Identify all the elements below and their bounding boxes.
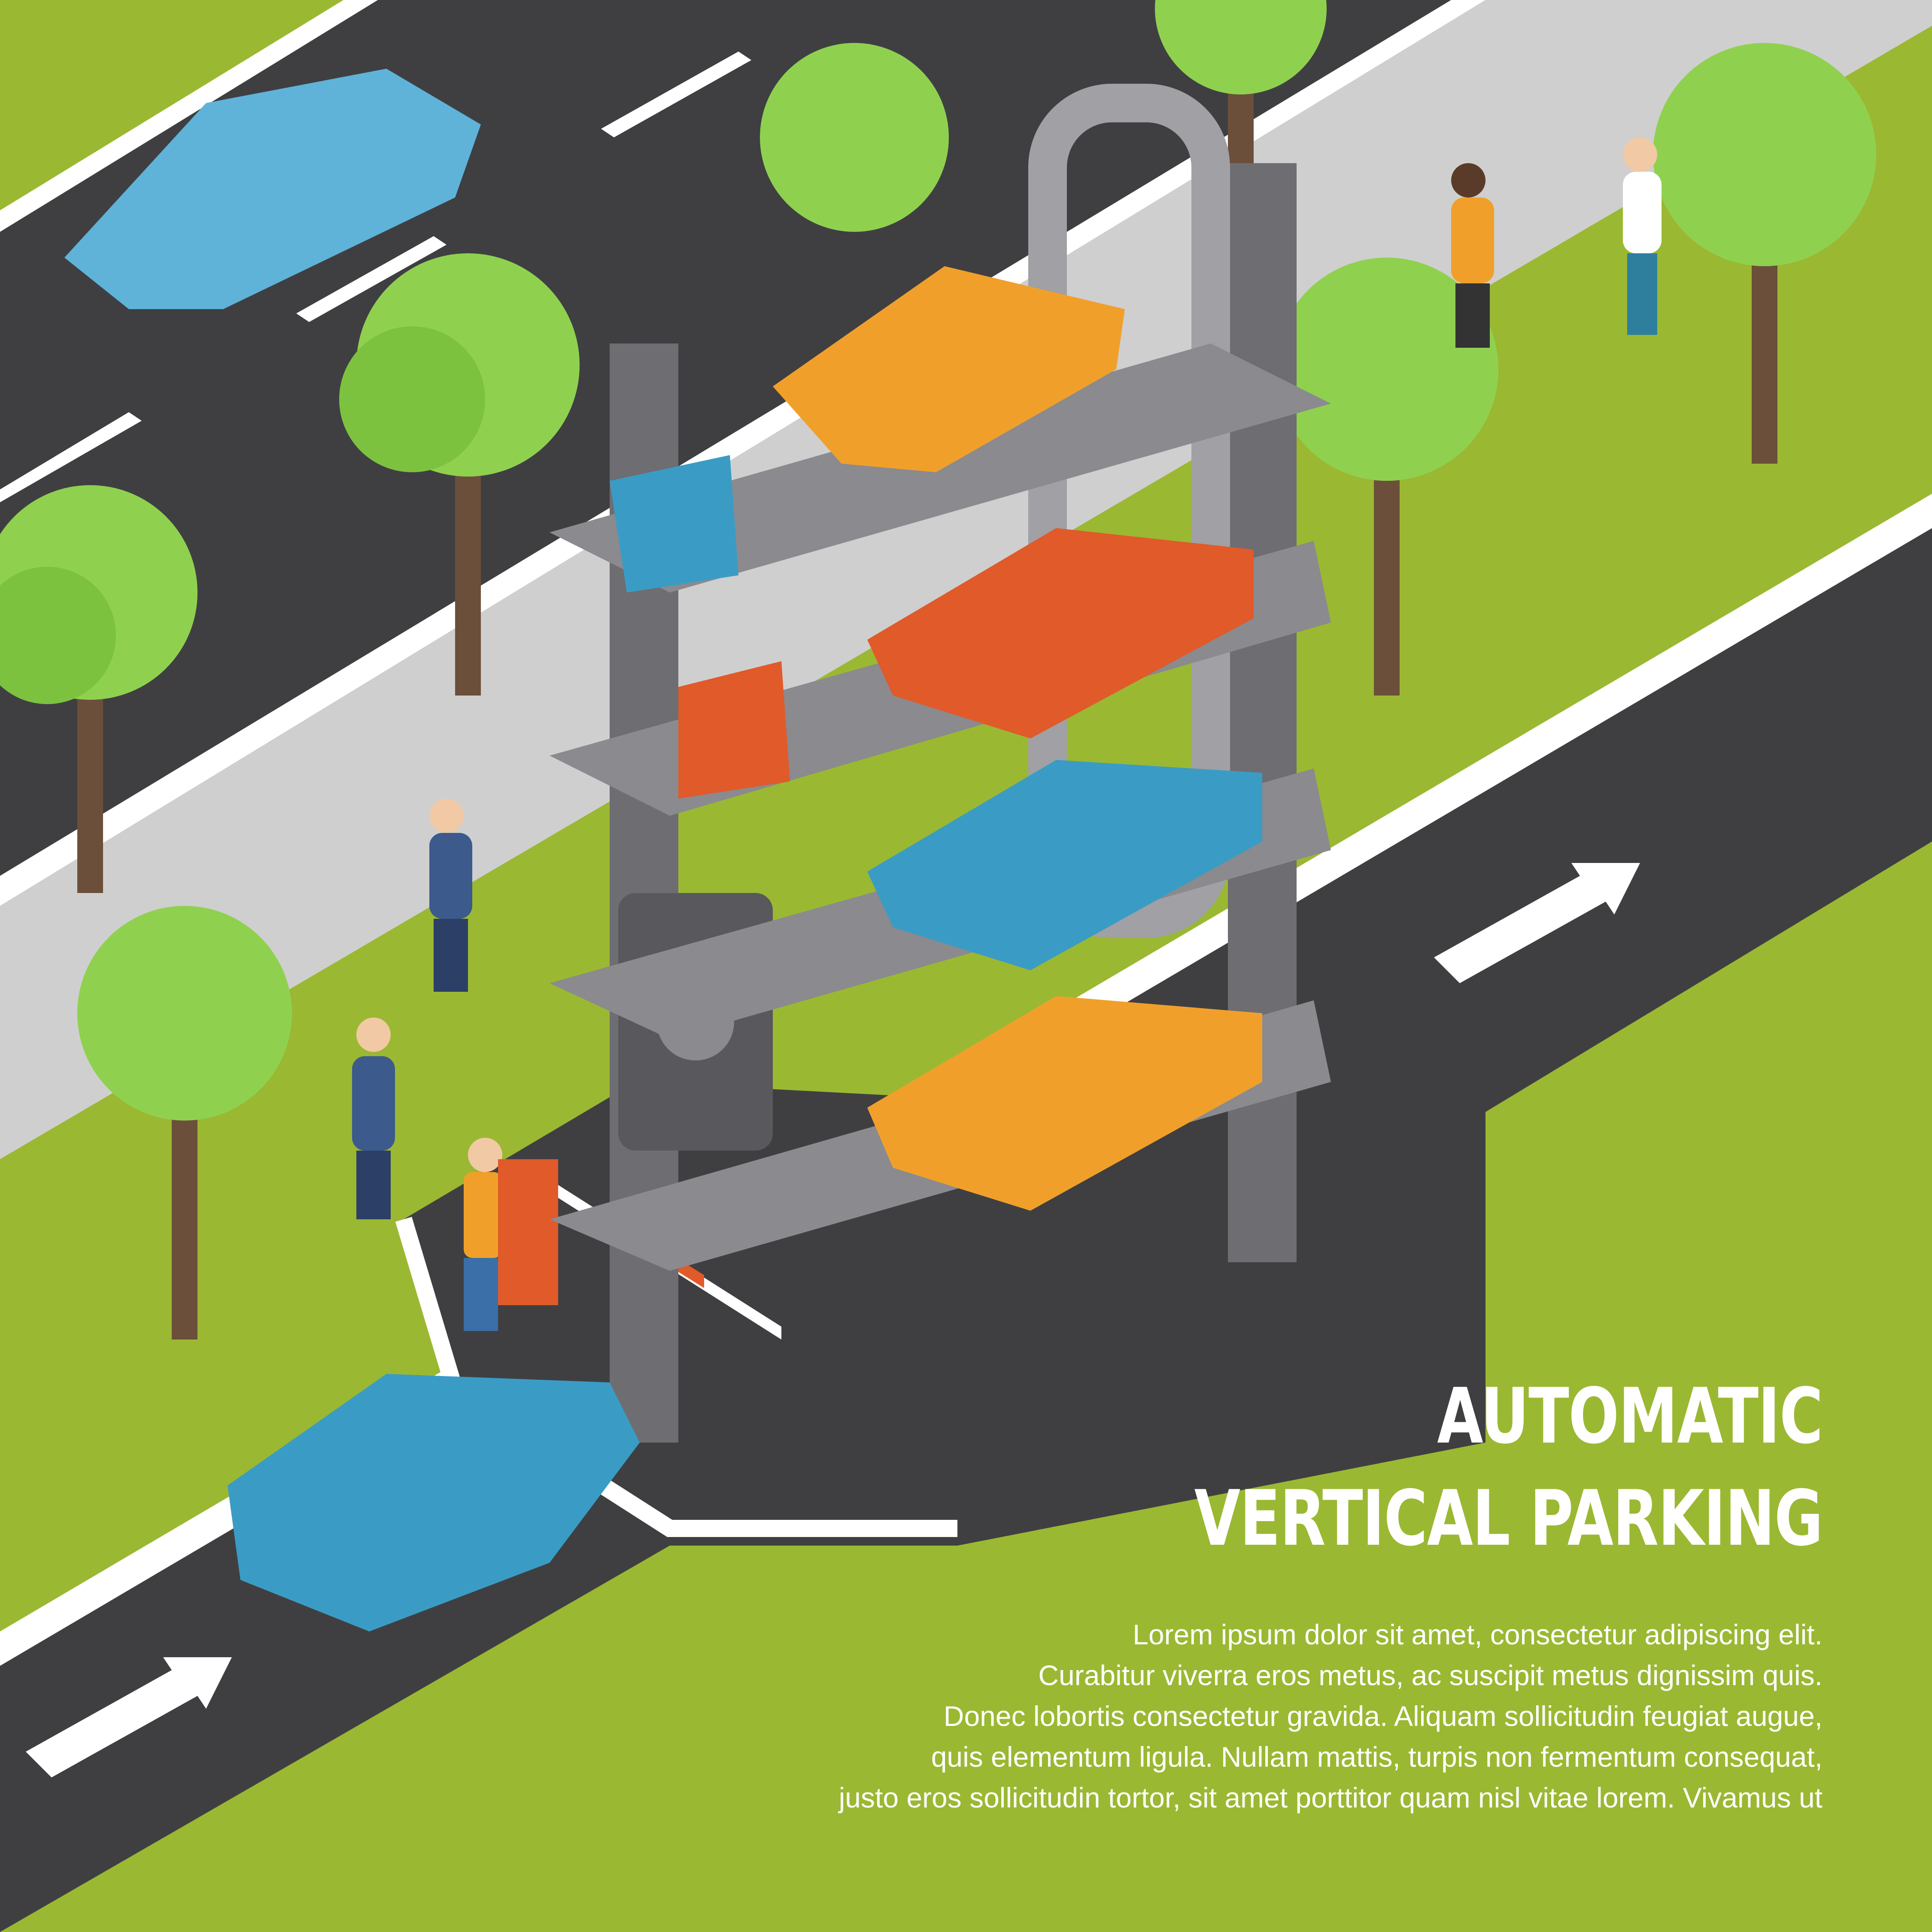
upper-road-lane-marks <box>0 52 751 502</box>
road-arrow-left <box>26 1657 232 1777</box>
headline-line-1: AUTOMATIC <box>1437 1372 1823 1461</box>
trees <box>0 0 1876 1340</box>
body-text-line: Curabitur viverra eros metus, ac suscipi… <box>1038 1659 1823 1691</box>
body-text: Lorem ipsum dolor sit amet, consectetur … <box>663 1614 1823 1818</box>
headline-line-2: VERTICAL PARKING <box>1194 1474 1823 1563</box>
body-text-line: quis elementum ligula. Nullam mattis, tu… <box>931 1741 1823 1773</box>
upper-road-edge <box>0 0 378 232</box>
body-text-line: justo eros sollicitudin tortor, sit amet… <box>838 1782 1823 1814</box>
parked-cars <box>610 266 1262 1211</box>
body-text-line: Donec lobortis consectetur gravida. Aliq… <box>943 1700 1823 1732</box>
headline: AUTOMATIC VERTICAL PARKING <box>1186 1365 1823 1570</box>
road-arrow-right <box>1434 863 1640 983</box>
pedestrians <box>352 137 1662 1331</box>
body-text-line: Lorem ipsum dolor sit amet, consectetur … <box>1133 1619 1823 1650</box>
road-cars <box>64 69 640 1631</box>
